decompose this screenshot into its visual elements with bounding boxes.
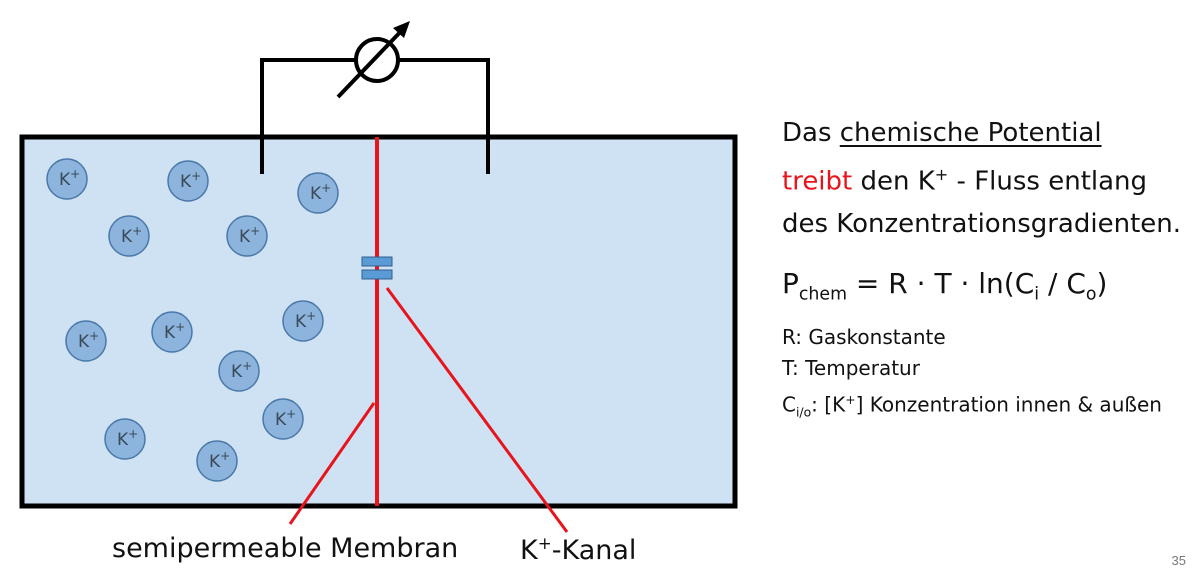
legend-t: T: Temperatur bbox=[782, 356, 920, 381]
k-ion-circle bbox=[196, 440, 238, 482]
statement-underlined: chemische Potential bbox=[839, 118, 1102, 148]
k-channel-icon bbox=[361, 256, 393, 280]
formula-symbol-sub: chem bbox=[798, 284, 848, 305]
k-ion: K+ bbox=[196, 440, 238, 482]
k-ion-circle bbox=[282, 300, 324, 342]
k-ion-charge: + bbox=[128, 427, 138, 441]
legend-c-mid: : [K bbox=[811, 392, 846, 417]
formula-symbol: P bbox=[782, 266, 799, 300]
k-ion-charge: + bbox=[220, 449, 230, 463]
k-ion-circle bbox=[151, 311, 193, 353]
k-ion-circle bbox=[167, 160, 209, 202]
membrane-diagram: K+K+K+K+K+K+K+K+K+K+K+K+ bbox=[19, 21, 738, 533]
statement-part1: Das bbox=[782, 118, 840, 148]
channel-caption-prefix: K bbox=[520, 535, 538, 566]
k-ion-circle bbox=[262, 398, 304, 440]
k-ion-charge: + bbox=[175, 320, 185, 334]
membrane-caption: semipermeable Membran bbox=[112, 533, 459, 564]
k-ion-circle bbox=[108, 215, 150, 257]
legend: R: Gaskonstante T: Temperatur Ci/o: [K+]… bbox=[782, 322, 1192, 428]
statement-line-3: des Konzentrationsgradienten. bbox=[782, 208, 1182, 239]
ions-layer: K+K+K+K+K+K+K+K+K+K+K+K+ bbox=[46, 158, 339, 482]
k-ion: K+ bbox=[226, 215, 268, 257]
k-ion-circle bbox=[297, 172, 339, 214]
statement-part2: den K bbox=[852, 166, 935, 197]
formula-divider: / C bbox=[1039, 266, 1086, 300]
page-number: 35 bbox=[1171, 553, 1186, 568]
statement-charge: + bbox=[934, 165, 949, 184]
k-ion-charge: + bbox=[306, 309, 316, 323]
k-ion-charge: + bbox=[70, 167, 80, 181]
k-ion: K+ bbox=[65, 320, 107, 362]
k-ion-charge: + bbox=[191, 169, 201, 183]
k-ion: K+ bbox=[282, 300, 324, 342]
legend-c-charge: + bbox=[845, 392, 856, 408]
statement-line-2: treibt den K+ - Fluss entlang bbox=[782, 154, 1192, 203]
membrane-pointer bbox=[288, 402, 376, 525]
k-ion-charge: + bbox=[242, 359, 252, 373]
channel-pointer bbox=[385, 287, 569, 533]
k-ion-charge: + bbox=[132, 224, 142, 238]
k-ion-circle bbox=[104, 418, 146, 460]
legend-c: Ci/o: [K+] Konzentration innen & außen bbox=[782, 384, 1192, 428]
channel-caption-suffix: -Kanal bbox=[551, 535, 637, 566]
k-ion-circle bbox=[218, 350, 260, 392]
k-ion-circle bbox=[65, 320, 107, 362]
legend-r: R: Gaskonstante bbox=[782, 325, 946, 350]
statement-highlight: treibt bbox=[782, 166, 853, 197]
k-ion-circle bbox=[46, 158, 88, 200]
explanation-panel: Das chemische Potential treibt den K+ - … bbox=[782, 112, 1192, 428]
statement-part3: - Fluss entlang bbox=[948, 166, 1148, 197]
k-ion: K+ bbox=[108, 215, 150, 257]
voltmeter-icon bbox=[336, 21, 410, 99]
k-ion-charge: + bbox=[89, 329, 99, 343]
channel-caption: K+-Kanal bbox=[520, 533, 636, 566]
k-ion: K+ bbox=[262, 398, 304, 440]
k-ion: K+ bbox=[46, 158, 88, 200]
channel-caption-charge: + bbox=[537, 533, 552, 553]
k-ion-charge: + bbox=[286, 407, 296, 421]
k-ion: K+ bbox=[167, 160, 209, 202]
measurement-wire-right bbox=[398, 58, 490, 174]
legend-c-rest: ] Konzentration innen & außen bbox=[855, 392, 1162, 417]
legend-c-sub: i/o bbox=[795, 404, 812, 420]
k-ion: K+ bbox=[297, 172, 339, 214]
formula-rhs-end: ) bbox=[1096, 266, 1108, 300]
statement-line-1: Das chemische Potential bbox=[782, 112, 1192, 154]
k-ion: K+ bbox=[104, 418, 146, 460]
measurement-wire bbox=[260, 58, 358, 174]
k-ion: K+ bbox=[151, 311, 193, 353]
k-ion-circle bbox=[226, 215, 268, 257]
formula-sub-i: i bbox=[1034, 284, 1040, 305]
formula-rhs-start: = R · T · ln(C bbox=[847, 266, 1035, 300]
legend-c-symbol: C bbox=[782, 392, 796, 417]
formula-sub-o: o bbox=[1085, 284, 1097, 305]
k-ion-charge: + bbox=[250, 224, 260, 238]
k-ion-charge: + bbox=[321, 181, 331, 195]
k-ion: K+ bbox=[218, 350, 260, 392]
formula: Pchem = R · T · ln(Ci / Co) bbox=[782, 267, 1192, 305]
